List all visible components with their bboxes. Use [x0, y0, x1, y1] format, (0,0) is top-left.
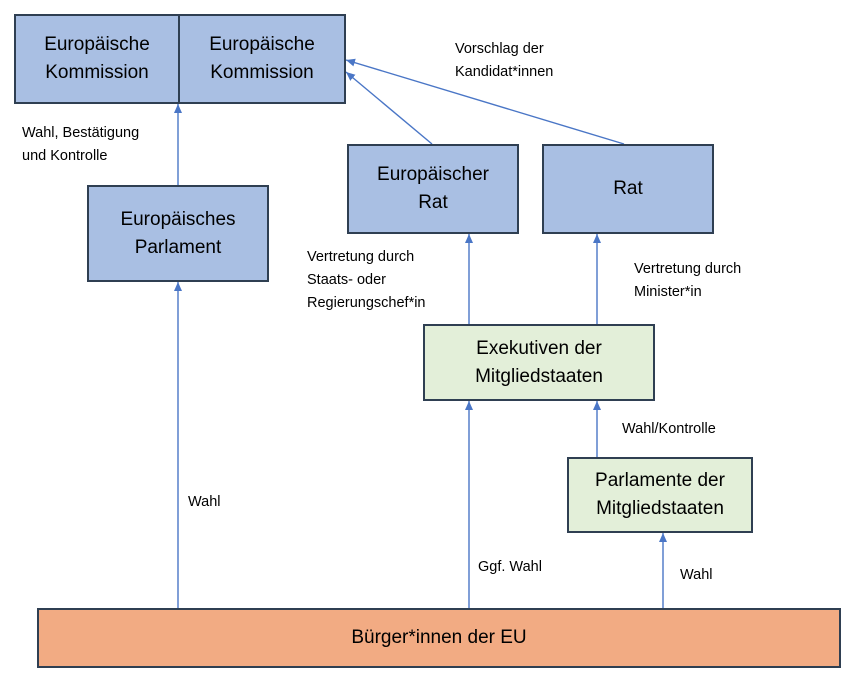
label-vorschlag-der-kandidatinnen: Vorschlag der Kandidat*innen [455, 41, 554, 80]
label-vertretung-minister: Vertretung durch Minister*in [634, 261, 742, 300]
box-parlamente-der-mitgliedstaaten: Parlamente der Mitgliedstaaten [567, 457, 753, 533]
arrow-europaeischer-rat-to-kommission [345, 71, 433, 145]
box-europaeische-kommission-right: Europäische Kommission [178, 14, 346, 104]
label-wahl-parlamente: Wahl [680, 567, 713, 583]
label-wahl-bestaetigung-kontrolle: Wahl, Bestätigung und Kontrolle [22, 125, 140, 164]
box-buerger-innen-der-eu: Bürger*innen der EU [37, 608, 841, 668]
box-exekutiven-der-mitgliedstaaten: Exekutiven der Mitgliedstaaten [423, 324, 655, 401]
label-wahl-parlament: Wahl [188, 494, 221, 510]
box-europaeische-kommission-left: Europäische Kommission [14, 14, 180, 104]
box-rat: Rat [542, 144, 714, 234]
box-europaeisches-parlament: Europäisches Parlament [87, 185, 269, 282]
arrow-rat-to-kommission [345, 58, 625, 145]
label-vertretung-staatschef: Vertretung durch Staats- oder Regierungs… [307, 249, 426, 311]
label-ggf-wahl: Ggf. Wahl [478, 559, 542, 575]
label-wahl-kontrolle: Wahl/Kontrolle [622, 421, 716, 437]
box-europaeischer-rat: Europäischer Rat [347, 144, 519, 234]
